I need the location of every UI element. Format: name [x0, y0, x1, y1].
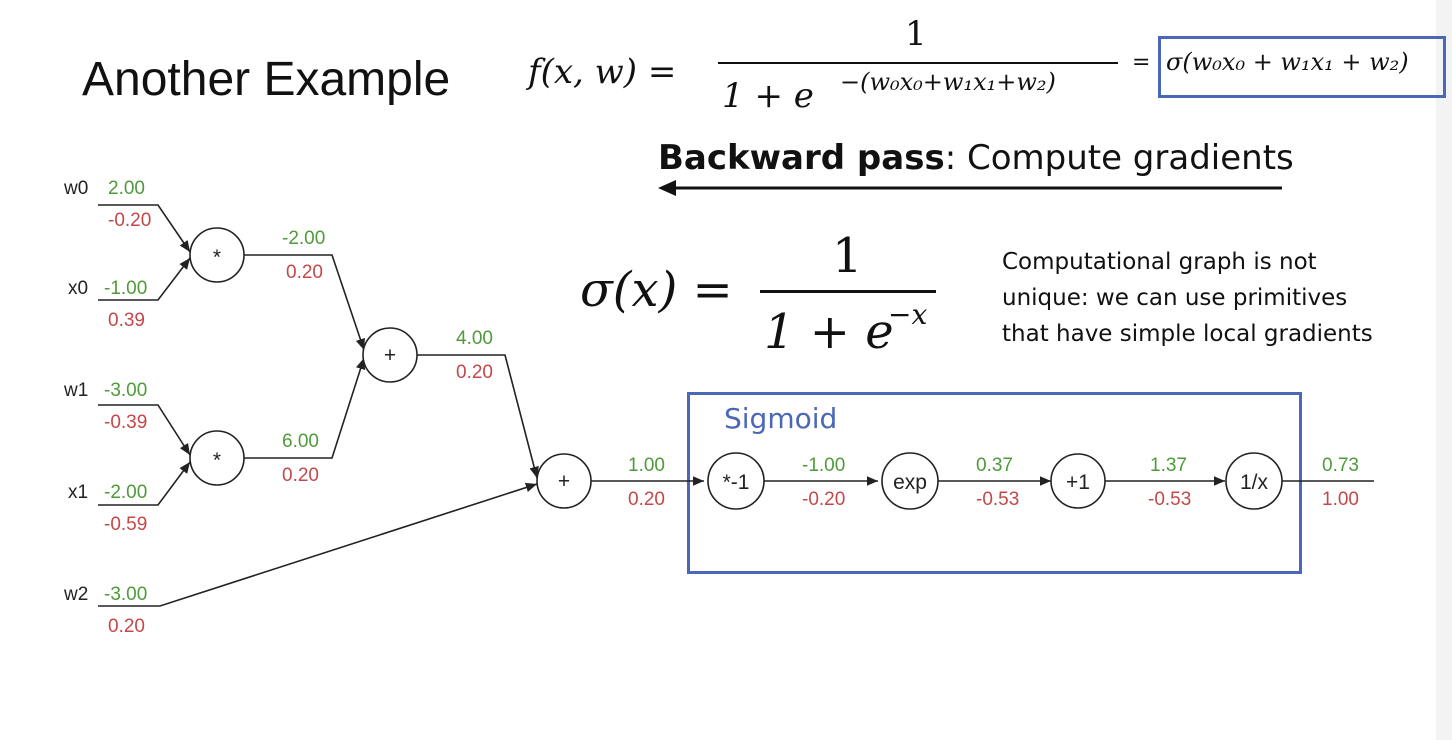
input-x1-grad: -0.59 [104, 514, 147, 535]
edge-labels: -2.00 0.20 6.00 0.20 4.00 0.20 1.00 0.20… [282, 228, 1359, 510]
sigmoid-box [687, 392, 1302, 574]
formula-exponent: −(w₀x₀+w₁x₁+w₂) [840, 68, 1056, 96]
sigmoid-formula-lhs: σ(x) = [580, 262, 733, 318]
graph-nodes [189, 227, 1283, 510]
sigmoid-formula-denominator: 1 + e [764, 304, 894, 360]
sigmoid-fraction-bar [760, 290, 936, 293]
edge-w2-add2 [98, 482, 538, 607]
formula-lhs: f(x, w) = [528, 52, 677, 92]
input-w0-grad: -0.20 [108, 210, 151, 231]
node-mul2-circle [189, 430, 245, 486]
edge-w1-mul2 [98, 404, 191, 456]
input-w0-value: 2.00 [108, 178, 145, 199]
edge-out-value: 0.73 [1322, 455, 1359, 476]
note-text: Computational graph is not unique: we ca… [1002, 244, 1373, 352]
input-x1-value: -2.00 [104, 482, 147, 503]
input-x0-value: -1.00 [104, 278, 147, 299]
node-recip-circle [1225, 452, 1283, 510]
edge-plus1-grad: -0.53 [1148, 489, 1191, 510]
edge-x1-mul2 [98, 461, 191, 506]
input-w2-grad: 0.20 [108, 616, 145, 637]
formula-numerator: 1 [905, 14, 927, 54]
edge-add2-value: 1.00 [628, 455, 665, 476]
formula-boxed-text: σ(w₀x₀ + w₁x₁ + w₂) [1166, 48, 1409, 76]
input-x0-grad: 0.39 [108, 310, 145, 331]
node-neg-circle [707, 452, 765, 510]
input-w2-value: -3.00 [104, 584, 147, 605]
edge-add2-grad: 0.20 [628, 489, 665, 510]
formula-fraction-bar [718, 62, 1118, 64]
node-mul1-label: * [213, 246, 221, 269]
backward-arrow [658, 180, 1282, 196]
edge-mul2-value: 6.00 [282, 431, 319, 452]
input-w1-name: w1 [63, 380, 88, 401]
slide-title: Another Example [82, 53, 451, 106]
node-recip-label: 1/x [1240, 471, 1269, 494]
node-neg-label: *-1 [723, 471, 750, 494]
edge-add1-value: 4.00 [456, 328, 493, 349]
node-add2-circle [536, 453, 592, 509]
edge-plus1-value: 1.37 [1150, 455, 1187, 476]
node-mul2-label: * [213, 449, 221, 472]
edge-mul2-add1 [244, 357, 366, 459]
node-add1-label: + [384, 344, 396, 367]
note-line-3: that have simple local gradients [1002, 321, 1373, 347]
edge-w0-mul1 [98, 204, 191, 253]
sigmoid-formula-exponent: −x [888, 298, 928, 331]
input-w0-name: w0 [63, 178, 88, 199]
backward-pass-bold: Backward pass [658, 138, 945, 178]
sigmoid-box-label: Sigmoid [724, 402, 838, 435]
graph-edges [98, 204, 1374, 607]
input-x0-name: x0 [68, 278, 88, 299]
node-labels: * * + + *-1 exp +1 1/x [213, 246, 1269, 494]
input-w2-name: w2 [63, 584, 88, 605]
edge-mul1-grad: 0.20 [286, 262, 323, 283]
input-w1-grad: -0.39 [104, 412, 147, 433]
edge-add1-grad: 0.20 [456, 362, 493, 383]
note-line-2: unique: we can use primitives [1002, 285, 1348, 311]
edge-neg-grad: -0.20 [802, 489, 845, 510]
edge-x0-mul1 [98, 257, 191, 301]
node-plus1-label: +1 [1066, 471, 1090, 494]
input-w1-value: -3.00 [104, 380, 147, 401]
input-x1-name: x1 [68, 482, 88, 503]
scroll-strip [1436, 0, 1452, 740]
sigmoid-formula-numerator: 1 [832, 228, 863, 284]
backward-pass-heading: Backward pass: Compute gradients [658, 138, 1294, 178]
note-line-1: Computational graph is not [1002, 249, 1317, 275]
edge-mul2-grad: 0.20 [282, 465, 319, 486]
node-add1-circle [362, 327, 418, 383]
edge-exp-value: 0.37 [976, 455, 1013, 476]
node-mul1-circle [189, 227, 245, 283]
backward-pass-rest: : Compute gradients [944, 138, 1294, 178]
edge-out-grad: 1.00 [1322, 489, 1359, 510]
node-add2-label: + [558, 470, 570, 493]
node-exp-circle [881, 452, 939, 510]
node-plus1-circle [1050, 453, 1106, 509]
edge-add1-add2 [416, 354, 539, 479]
edge-exp-grad: -0.53 [976, 489, 1019, 510]
formula-equals: = [1132, 50, 1151, 75]
formula-box [1158, 36, 1446, 98]
edge-neg-value: -1.00 [802, 455, 845, 476]
edge-mul1-add1 [244, 254, 365, 351]
formula-denominator: 1 + e [722, 76, 814, 116]
edge-mul1-value: -2.00 [282, 228, 325, 249]
node-exp-label: exp [893, 471, 927, 494]
input-labels: w0 2.00 -0.20 x0 -1.00 0.39 w1 -3.00 -0.… [63, 178, 151, 637]
